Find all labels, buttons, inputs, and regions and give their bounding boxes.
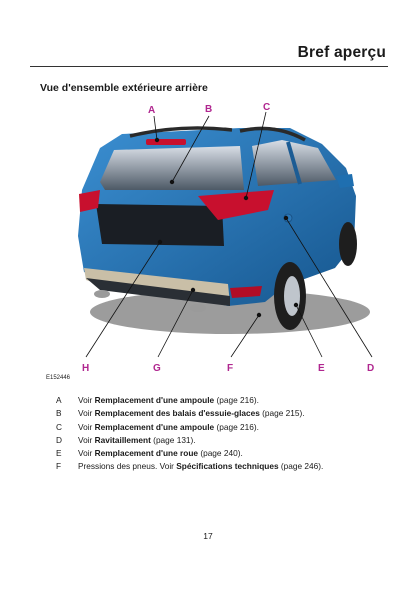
legend-text: Voir <box>78 408 95 419</box>
callout-e: E <box>318 363 325 374</box>
legend-page: (page 240). <box>198 448 243 459</box>
legend-letter: D <box>56 434 62 445</box>
left-tail-light <box>79 190 100 212</box>
callout-h: H <box>82 363 89 374</box>
legend-item-d: D Voir Ravitaillement (page 131). <box>56 434 386 447</box>
right-tail-light <box>198 190 274 220</box>
legend-text: Pressions des pneus. Voir <box>78 461 177 472</box>
car-shadow <box>90 290 370 334</box>
page-number: 17 <box>203 531 213 541</box>
legend-reference: Remplacement d'une ampoule <box>94 421 215 432</box>
fuel-flap <box>283 213 293 223</box>
roof-rail <box>129 126 233 138</box>
legend-page: (page 215). <box>259 408 305 419</box>
figure-code: E152446 <box>46 375 71 381</box>
right-tail-light-lower <box>230 286 262 298</box>
legend-page: (page 216). <box>214 395 259 405</box>
legend-text: Voir <box>78 421 95 432</box>
legend-letter: C <box>56 421 62 432</box>
tailgate-recess <box>96 204 224 246</box>
side-mirror <box>336 174 354 188</box>
legend-page: (page 131). <box>150 434 196 445</box>
legend-item-f: F Pressions des pneus. Voir Spécificatio… <box>56 460 386 473</box>
car-body <box>78 128 356 306</box>
legend-text: Voir <box>78 434 95 445</box>
callout-b: B <box>205 104 212 115</box>
callout-f: F <box>227 363 233 374</box>
legend-reference: Spécifications techniques <box>176 461 279 472</box>
legend-reference: Ravitaillement <box>94 434 151 445</box>
legend-text: Voir <box>78 395 95 405</box>
legend-page: (page 246). <box>278 461 324 472</box>
legend-page: (page 216). <box>214 421 259 432</box>
legend-letter: B <box>56 408 62 419</box>
callout-leaders <box>85 111 373 358</box>
callout-g: G <box>153 363 161 374</box>
legend-list: A Voir Remplacement d'une ampoule (page … <box>56 394 386 474</box>
bumper-shadow <box>86 278 230 306</box>
high-mount-brake-light <box>146 139 186 145</box>
left-exhaust <box>94 290 110 298</box>
legend-item-e: E Voir Remplacement d'une roue (page 240… <box>56 447 386 460</box>
section-title: Vue d'ensemble extérieure arrière <box>40 82 208 94</box>
legend-reference: Remplacement d'une roue <box>94 448 199 459</box>
legend-item-b: B Voir Remplacement des balais d'essuie-… <box>56 407 386 420</box>
rear-wheel-right-rim <box>284 276 300 316</box>
roof-rail-right <box>239 126 306 142</box>
legend-item-c: C Voir Remplacement d'une ampoule (page … <box>56 421 386 434</box>
header-rule <box>30 66 388 67</box>
callout-c: C <box>263 102 270 113</box>
legend-letter: F <box>56 461 62 472</box>
rear-window <box>100 146 244 190</box>
legend-letter: E <box>56 448 62 459</box>
legend-reference: Remplacement d'une ampoule <box>94 395 215 405</box>
side-window-pillar <box>286 141 302 185</box>
side-windows <box>252 140 336 186</box>
legend-reference: Remplacement des balais d'essuie-glaces <box>94 408 260 419</box>
rear-bumper <box>84 268 230 304</box>
page-title: Bref aperçu <box>297 44 386 61</box>
legend-text: Voir <box>78 448 95 459</box>
right-exhaust <box>190 304 206 312</box>
rear-wheel-right <box>274 262 306 330</box>
callout-a: A <box>148 105 155 116</box>
front-wheel-right <box>339 222 357 266</box>
callout-d: D <box>367 363 374 374</box>
legend-letter: A <box>56 395 62 405</box>
legend-item-a: A Voir Remplacement d'une ampoule (page … <box>56 394 386 407</box>
